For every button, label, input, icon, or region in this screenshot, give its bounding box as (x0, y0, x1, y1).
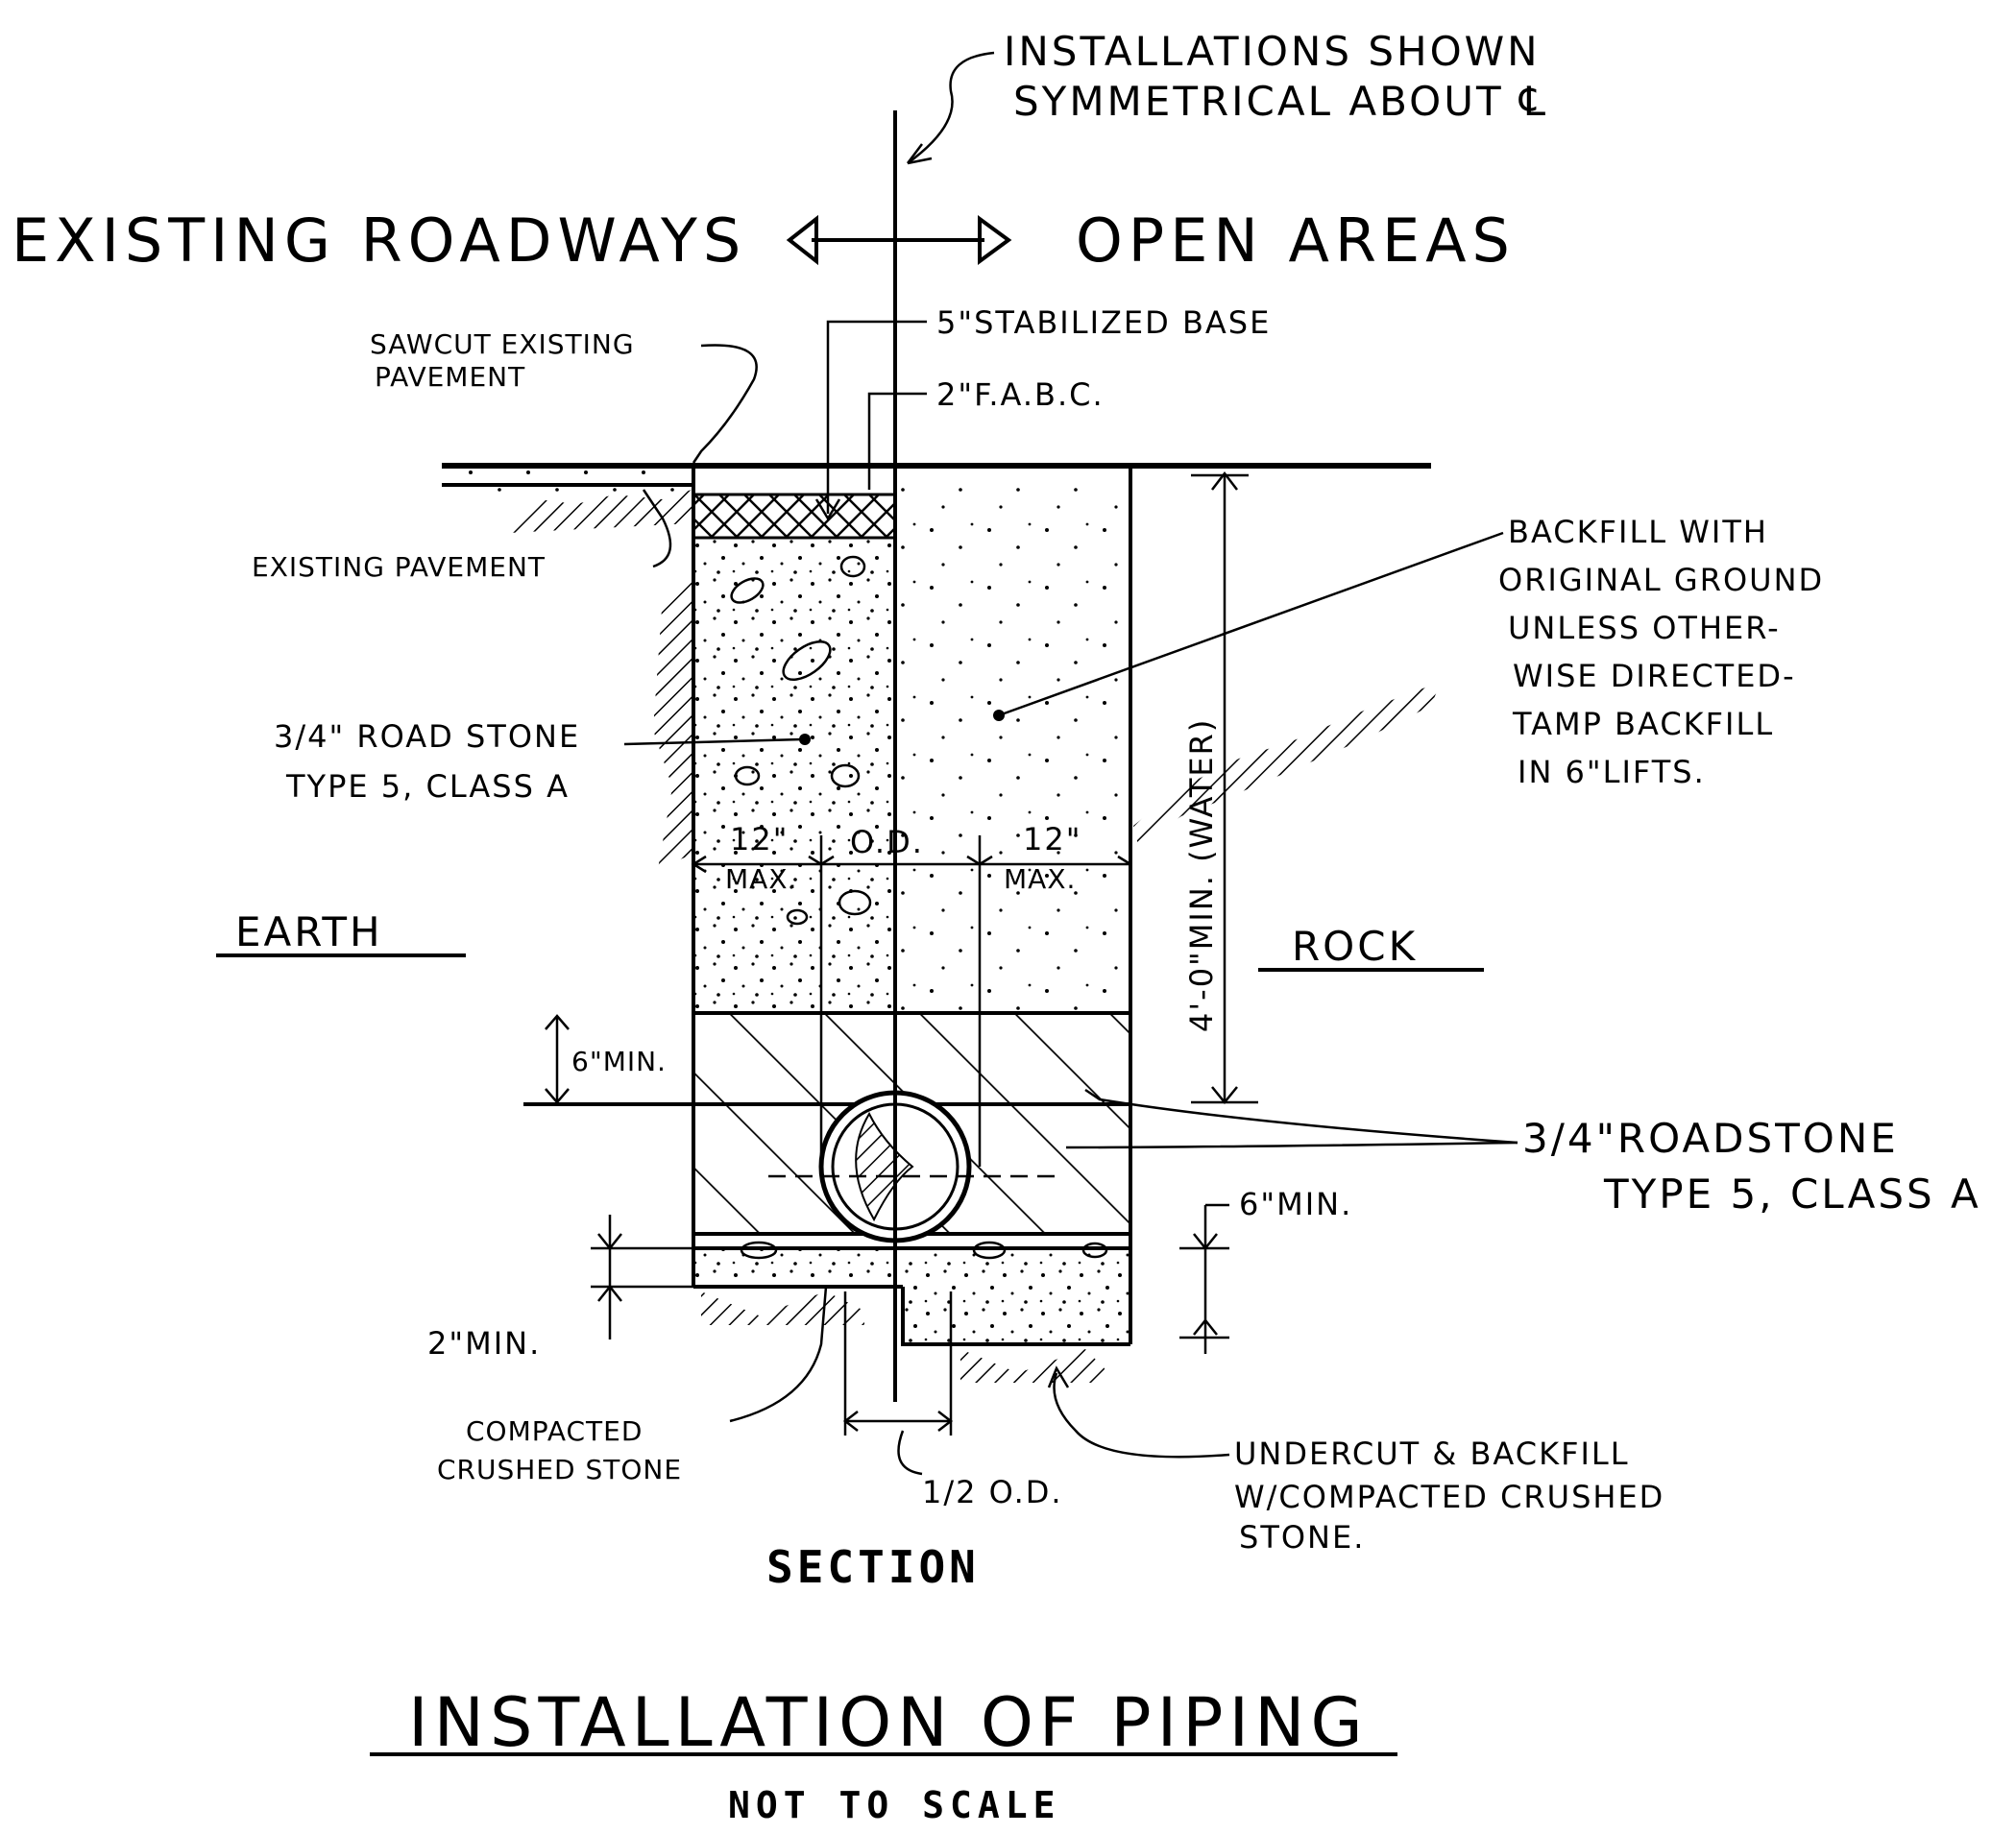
undercut-label-line3: STONE. (1239, 1519, 1365, 1556)
compacted-label-line2: CRUSHED STONE (437, 1454, 682, 1485)
dim-right-12: 12" (1023, 821, 1081, 857)
roadstone-upper-line1: 3/4" ROAD STONE (274, 718, 580, 755)
trench (523, 466, 1441, 1383)
symmetry-note-line1: INSTALLATIONS SHOWN (1004, 28, 1541, 75)
section-label: SECTION (766, 1541, 980, 1593)
sawcut-label-line1: SAWCUT EXISTING (370, 328, 635, 360)
leader-lines (623, 51, 1518, 1459)
right-zone-label: OPEN AREAS (1076, 205, 1516, 276)
depth-dimension-label: 4'-0"MIN. (WATER) (1183, 718, 1220, 1032)
existing-pavement-hatch (504, 490, 692, 533)
ground-type-underlines (216, 953, 1484, 1756)
dim-od: O.D. (850, 824, 924, 860)
stabilized-base-label: 5"STABILIZED BASE (936, 304, 1271, 341)
dim-2min: 2"MIN. (427, 1325, 541, 1362)
fabc-label: 2"F.A.B.C. (936, 376, 1105, 413)
dim-6min-right: 6"MIN. (1239, 1186, 1352, 1222)
dim-left-max: MAX. (725, 863, 797, 895)
backfill-label-line5: TAMP BACKFILL (1512, 706, 1774, 742)
rock-label: ROCK (1292, 923, 1418, 970)
backfill-label-line1: BACKFILL WITH (1508, 514, 1768, 550)
roadstone-lower-line1: 3/4"ROADSTONE (1522, 1115, 1899, 1162)
drawing-subtitle: NOT TO SCALE (728, 1784, 1061, 1826)
dim-right-max: MAX. (1004, 863, 1076, 895)
roadstone-lower-line2: TYPE 5, CLASS A (1603, 1170, 1981, 1218)
roadstone-fill-left (693, 538, 895, 1013)
left-zone-label: EXISTING ROADWAYS (12, 205, 746, 276)
stone-marks (730, 555, 1108, 1260)
ground-surface (442, 463, 1431, 492)
backfill-fill-right (895, 475, 1130, 1013)
symmetry-note-line2: SYMMETRICAL ABOUT ℄ (1013, 78, 1548, 125)
roadstone-upper-line2: TYPE 5, CLASS A (285, 768, 570, 805)
backfill-label-line2: ORIGINAL GROUND (1498, 562, 1824, 598)
undercut-label-line1: UNDERCUT & BACKFILL (1234, 1436, 1630, 1472)
dimensions (545, 471, 1258, 1476)
dim-6min-left: 6"MIN. (571, 1046, 667, 1077)
compacted-label-line1: COMPACTED (466, 1415, 643, 1447)
undercut-label-line2: W/COMPACTED CRUSHED (1234, 1479, 1664, 1515)
earth-label: EARTH (235, 908, 383, 955)
backfill-label-line4: WISE DIRECTED- (1513, 658, 1796, 694)
backfill-label-line3: UNLESS OTHER- (1508, 610, 1781, 646)
zone-arrows (786, 214, 1012, 266)
backfill-label-line6: IN 6"LIFTS. (1518, 754, 1706, 790)
drawing-title: INSTALLATION OF PIPING (408, 1683, 1369, 1762)
dim-left-12: 12" (730, 821, 789, 857)
labels: INSTALLATIONS SHOWN SYMMETRICAL ABOUT ℄ … (12, 28, 1981, 1826)
fabc-layer (692, 493, 897, 540)
sawcut-label-line2: PAVEMENT (375, 361, 525, 393)
dim-half-od: 1/2 O.D. (922, 1474, 1063, 1510)
existing-pavement-label: EXISTING PAVEMENT (252, 551, 546, 583)
